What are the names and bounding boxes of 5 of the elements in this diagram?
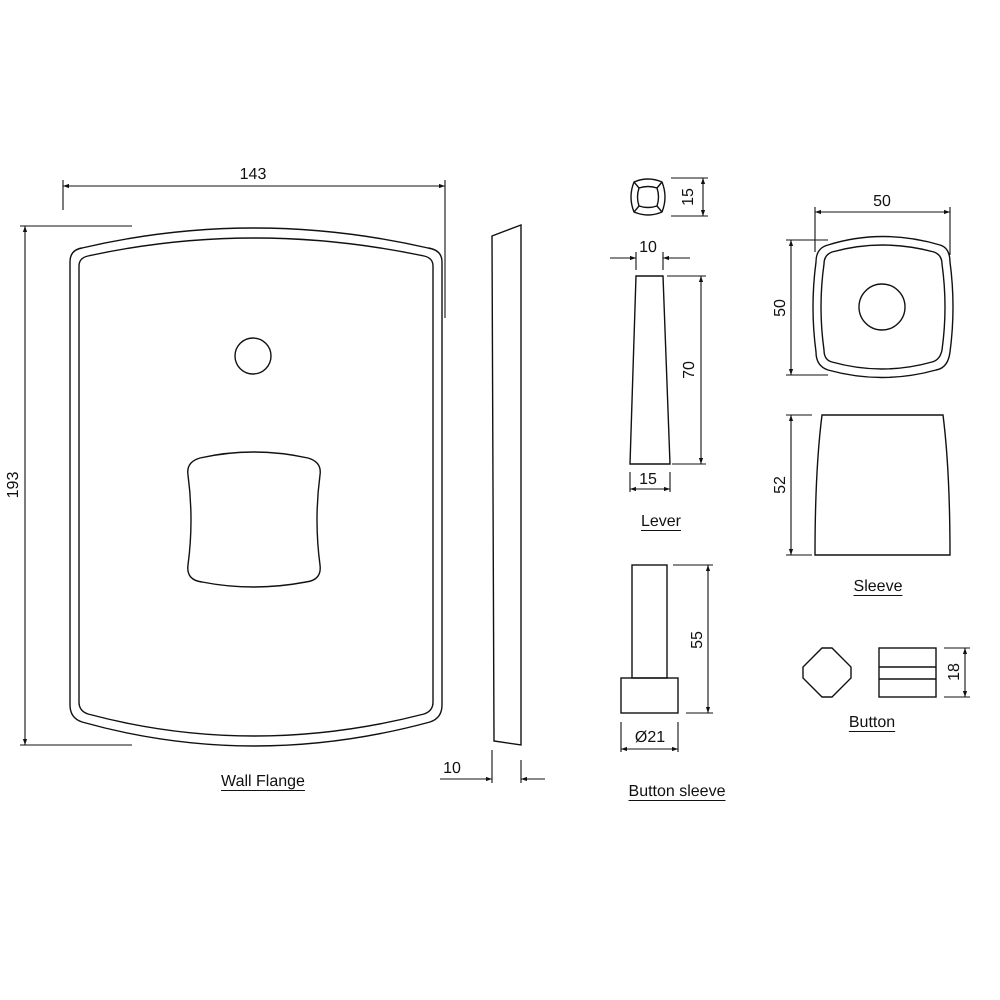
part-name: Wall Flange xyxy=(220,774,306,790)
part-name: Lever xyxy=(640,514,682,530)
part-name: Button sleeve xyxy=(628,784,726,800)
part-name: Button xyxy=(848,715,896,731)
part-name: Sleeve xyxy=(852,579,904,595)
